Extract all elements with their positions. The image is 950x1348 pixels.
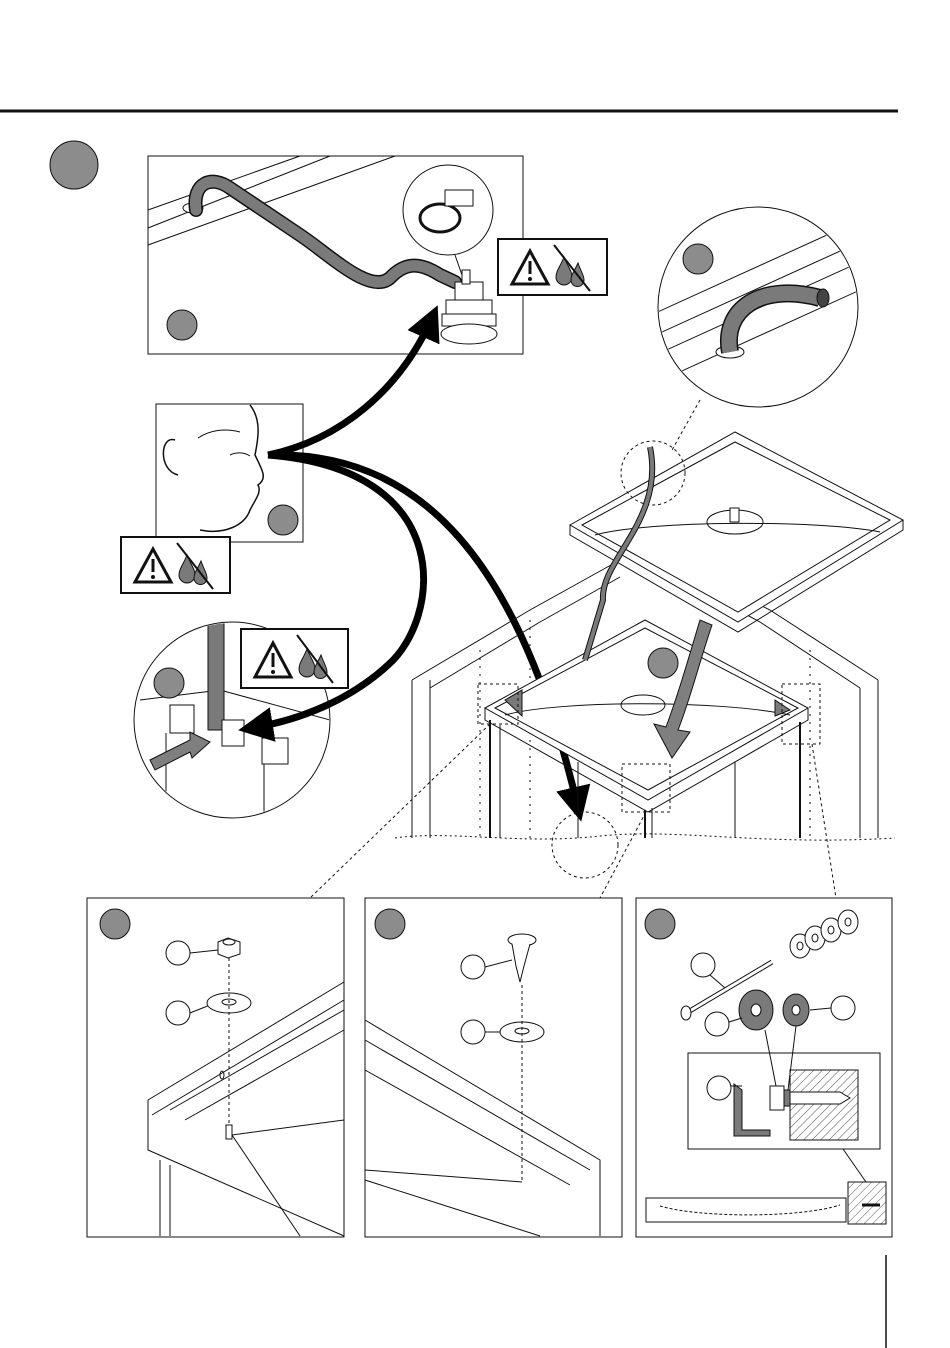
nut-washer-marker: [100, 909, 130, 939]
hose-outlet-marker: [683, 244, 713, 274]
part-callout-bracket: [707, 1076, 731, 1100]
main-step-marker: [50, 141, 98, 189]
part-callout-washer: [166, 1001, 190, 1025]
hose-clamp-detail: [403, 165, 493, 275]
valve-marker: [154, 668, 184, 698]
screw-washer-marker: [375, 909, 405, 939]
part-callout-nut: [166, 941, 190, 965]
tray-placement-marker: [648, 648, 678, 678]
shower-enclosure-scene: [310, 432, 903, 898]
part-callout-washer-2: [461, 1020, 485, 1044]
part-callout-bolt: [691, 953, 715, 977]
hose-outlet-detail: [640, 207, 860, 450]
drain-hose-marker: [167, 310, 197, 340]
nut-washer-panel: [87, 898, 344, 1237]
warning-box-valve: [241, 629, 348, 688]
drain-hose-panel: [148, 156, 523, 354]
part-callout-spacer: [705, 1012, 729, 1036]
screw-washer-panel: [365, 898, 622, 1237]
wall-fixing-panel: [636, 898, 892, 1237]
wall-fixing-marker: [645, 909, 675, 939]
part-callout-screw: [461, 955, 485, 979]
listen-panel: [156, 404, 303, 542]
warning-box-face: [121, 537, 230, 593]
part-callout-rubber-washer: [831, 996, 855, 1020]
listen-marker: [268, 505, 298, 535]
warning-box-hose: [498, 239, 607, 295]
